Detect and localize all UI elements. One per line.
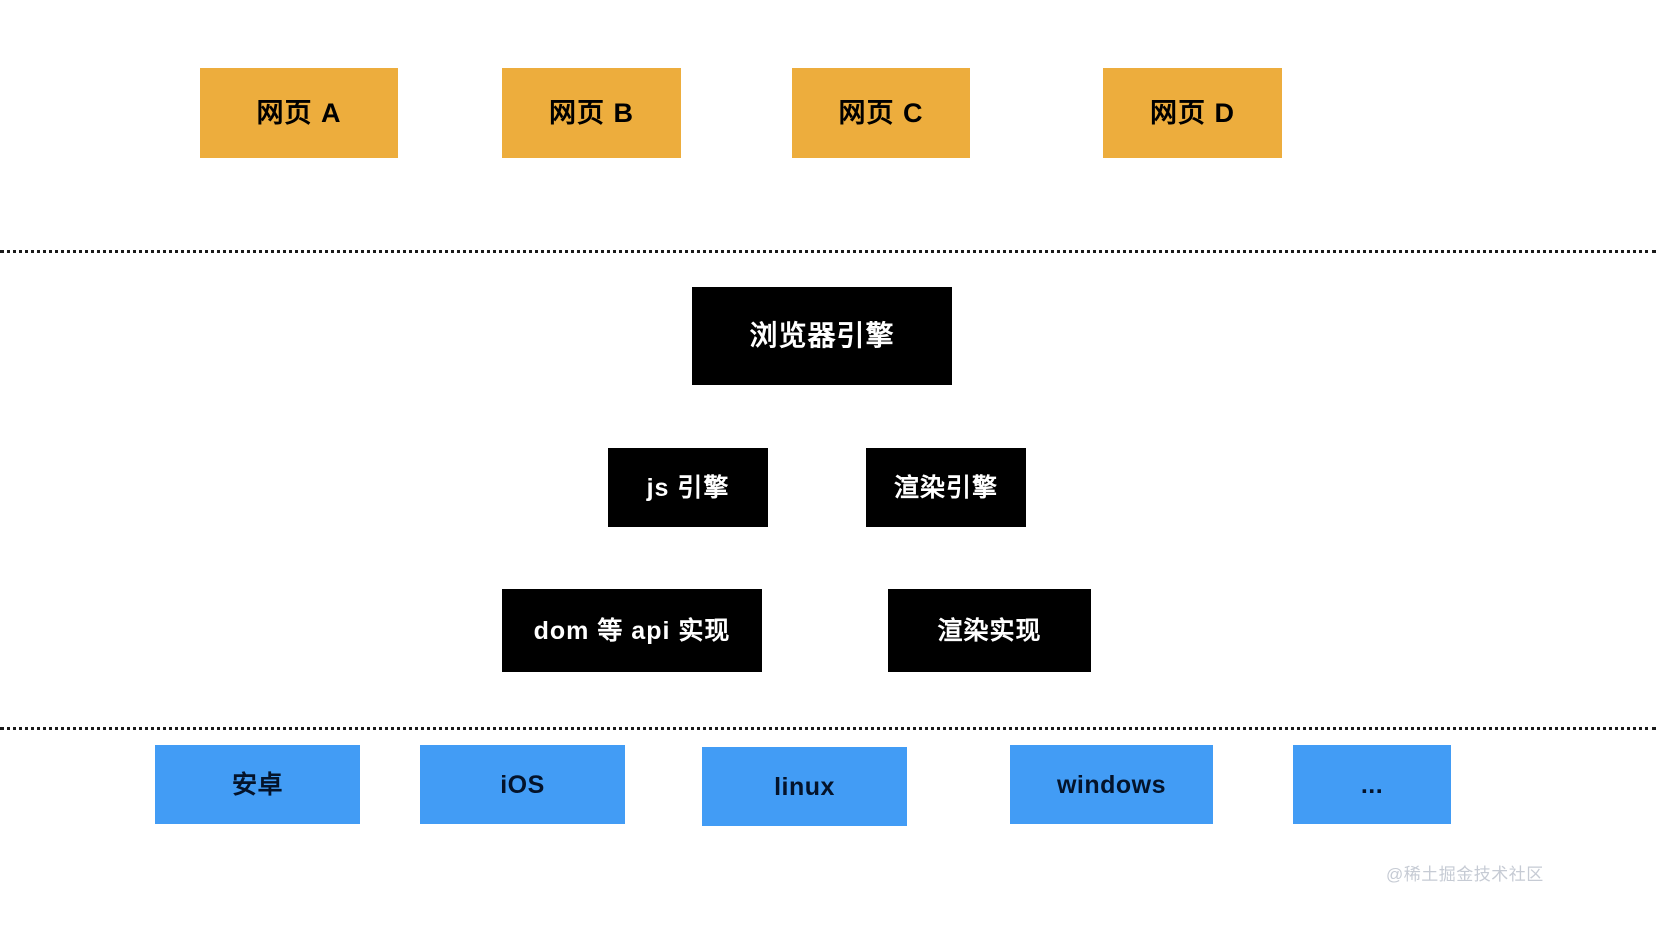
box-label: iOS bbox=[500, 770, 545, 799]
box-render-engine: 渲染引擎 bbox=[866, 448, 1026, 527]
box-web-page-b: 网页 B bbox=[502, 68, 681, 158]
box-os-more: ... bbox=[1293, 745, 1451, 824]
box-label: windows bbox=[1056, 770, 1167, 799]
watermark: @稀土掘金技术社区 bbox=[1386, 865, 1544, 884]
box-label: 渲染引擎 bbox=[893, 473, 998, 502]
box-dom-api-impl: dom 等 api 实现 bbox=[502, 589, 762, 672]
divider-engine-os bbox=[0, 727, 1656, 730]
box-os-windows: windows bbox=[1010, 745, 1213, 824]
box-os-linux: linux bbox=[702, 747, 907, 826]
box-render-impl: 渲染实现 bbox=[888, 589, 1091, 672]
box-label: 安卓 bbox=[231, 770, 283, 799]
box-label: js 引擎 bbox=[646, 473, 730, 502]
box-browser-engine: 浏览器引擎 bbox=[692, 287, 952, 385]
box-label: 网页 C bbox=[838, 97, 924, 128]
box-label: linux bbox=[774, 772, 835, 801]
box-label: 网页 A bbox=[256, 97, 342, 128]
box-label: 网页 B bbox=[549, 97, 634, 128]
box-web-page-c: 网页 C bbox=[792, 68, 970, 158]
box-label: ... bbox=[1360, 770, 1384, 799]
box-label: 网页 D bbox=[1150, 97, 1235, 128]
box-label: 浏览器引擎 bbox=[749, 320, 895, 352]
box-web-page-d: 网页 D bbox=[1103, 68, 1282, 158]
box-js-engine: js 引擎 bbox=[608, 448, 768, 527]
box-os-ios: iOS bbox=[420, 745, 625, 824]
box-label: dom 等 api 实现 bbox=[533, 616, 731, 645]
divider-pages-engine bbox=[0, 250, 1656, 253]
box-label: 渲染实现 bbox=[937, 616, 1042, 645]
box-os-android: 安卓 bbox=[155, 745, 360, 824]
box-web-page-a: 网页 A bbox=[200, 68, 398, 158]
